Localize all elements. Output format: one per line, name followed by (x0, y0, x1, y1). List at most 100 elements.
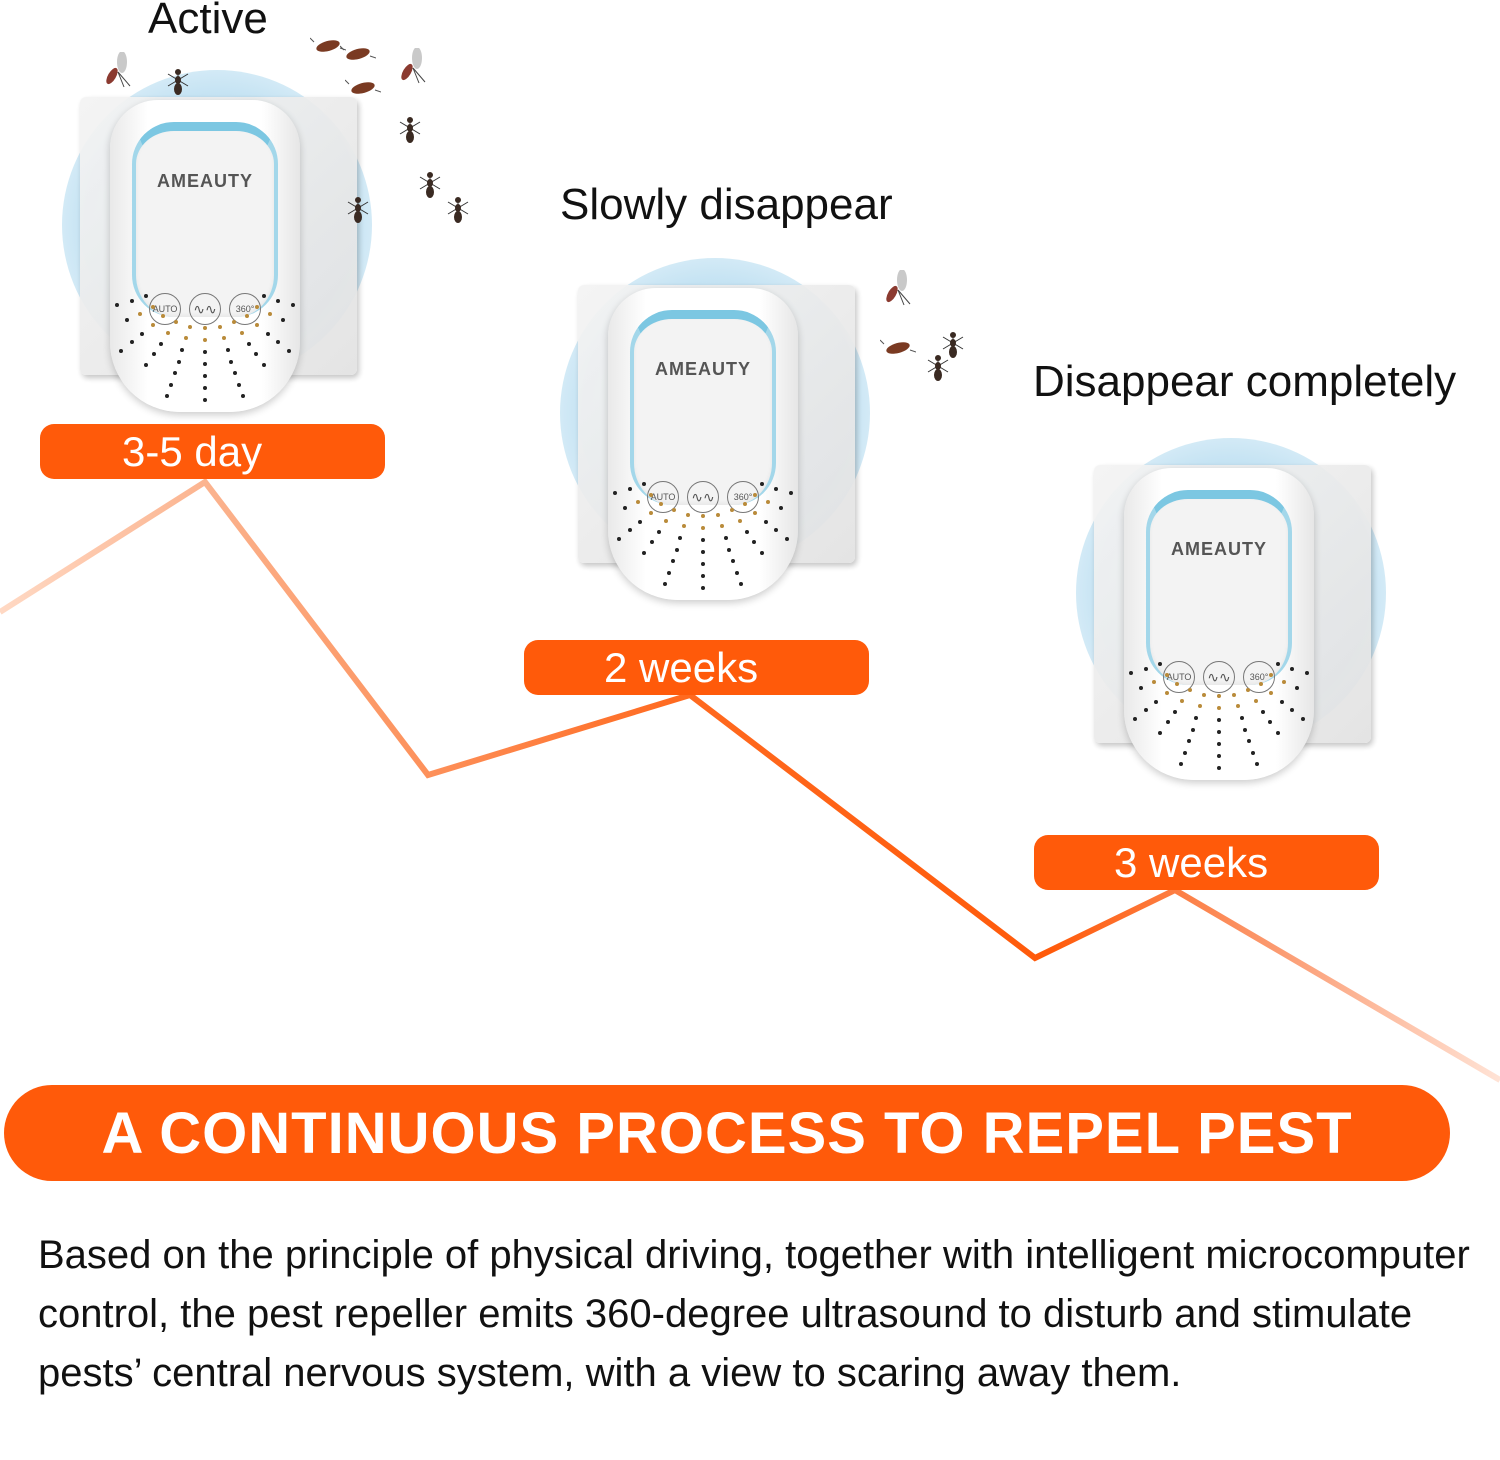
mosquito-icon (401, 48, 426, 84)
grille-hole (166, 330, 171, 335)
grille-hole (1201, 692, 1206, 697)
grille-hole (701, 562, 705, 566)
grille-hole (788, 490, 793, 495)
grille-hole (738, 582, 743, 587)
grille-hole (737, 518, 742, 523)
grille-hole (119, 349, 124, 354)
grille-hole (1268, 672, 1273, 677)
grille-hole (1158, 662, 1163, 667)
grille-hole (765, 499, 770, 504)
grille-hole (674, 547, 679, 552)
grille-hole (265, 331, 270, 336)
grille-hole (138, 311, 143, 316)
grille-hole (240, 394, 245, 399)
auto-mode-icon: AUTO (1163, 661, 1195, 693)
grille-hole (184, 336, 189, 341)
grille-hole (1194, 715, 1199, 720)
grille-hole (261, 294, 266, 299)
grille-hole (731, 559, 736, 564)
grille-hole (1254, 762, 1259, 767)
duration-label-1: 3-5 day (40, 424, 385, 479)
grille-hole (1165, 672, 1170, 677)
grille-hole (759, 550, 764, 555)
grille-hole (1179, 762, 1184, 767)
speaker-grille (110, 100, 300, 412)
wave-icon: ∿∿ (687, 481, 719, 513)
stage-title-slowly: Slowly disappear (560, 180, 893, 229)
grille-hole (627, 528, 632, 533)
brand-logo: AMEAUTY (655, 359, 751, 379)
grille-hole (663, 582, 668, 587)
brand-logo: AMEAUTY (157, 171, 253, 191)
cockroach-icon (880, 339, 916, 354)
grille-hole (1190, 727, 1195, 732)
mosquito-icon (886, 270, 911, 306)
grille-hole (752, 540, 757, 545)
grille-hole (682, 524, 687, 529)
grille-hole (1165, 720, 1170, 725)
grille-hole (664, 518, 669, 523)
grille-hole (286, 349, 291, 354)
grille-hole (221, 336, 226, 341)
grille-hole (1175, 681, 1180, 686)
grille-hole (1300, 717, 1305, 722)
grille-hole (1187, 688, 1192, 693)
grille-hole (678, 535, 683, 540)
repeller-device-3: AMEAUTY AUTO ∿∿ 360° (1076, 438, 1386, 781)
grille-hole (701, 586, 705, 590)
grille-hole (1217, 766, 1221, 770)
grille-hole (1217, 742, 1221, 746)
grille-hole (1250, 750, 1255, 755)
grille-hole (701, 526, 705, 530)
grille-hole (701, 538, 705, 542)
grille-hole (1294, 686, 1299, 691)
grille-hole (1258, 681, 1263, 686)
grille-hole (280, 318, 285, 323)
stage-title-active: Active (148, 0, 268, 43)
grille-hole (723, 535, 728, 540)
grille-hole (649, 492, 654, 497)
grille-hole (161, 313, 166, 318)
grille-hole (1281, 679, 1286, 684)
grille-hole (1246, 688, 1251, 693)
grille-hole (1217, 694, 1221, 698)
grille-hole (1269, 690, 1274, 695)
grille-hole (1198, 704, 1203, 709)
device-body: AMEAUTY AUTO ∿∿ 360° (608, 288, 798, 600)
grille-hole (1239, 715, 1244, 720)
360-degree-icon: 360° (727, 481, 759, 513)
grille-hole (187, 324, 192, 329)
ant-icon (447, 197, 469, 223)
grille-hole (125, 318, 130, 323)
grille-hole (1243, 727, 1248, 732)
grille-hole (1154, 699, 1159, 704)
grille-hole (233, 371, 238, 376)
grille-hole (239, 330, 244, 335)
ant-icon (167, 69, 189, 95)
grille-hole (165, 394, 170, 399)
grille-hole (129, 340, 134, 345)
grille-hole (261, 362, 266, 367)
device-panel: AMEAUTY AUTO ∿∿ 360° (630, 310, 776, 513)
grille-hole (172, 371, 177, 376)
360-degree-icon: 360° (1243, 661, 1275, 693)
grille-hole (638, 519, 643, 524)
grille-hole (150, 322, 155, 327)
duration-label-3: 3 weeks (1034, 835, 1379, 890)
auto-mode-icon: AUTO (647, 481, 679, 513)
grille-hole (642, 482, 647, 487)
grille-hole (1173, 709, 1178, 714)
grille-hole (730, 508, 735, 513)
grille-hole (1275, 662, 1280, 667)
grille-hole (1279, 699, 1284, 704)
grille-hole (203, 374, 207, 378)
grille-hole (1253, 698, 1258, 703)
grille-hole (774, 528, 779, 533)
grille-hole (255, 322, 260, 327)
grille-hole (203, 326, 207, 330)
grille-hole (1143, 708, 1148, 713)
grille-hole (176, 359, 181, 364)
brand-logo: AMEAUTY (1171, 539, 1267, 559)
ant-icon (942, 332, 964, 358)
